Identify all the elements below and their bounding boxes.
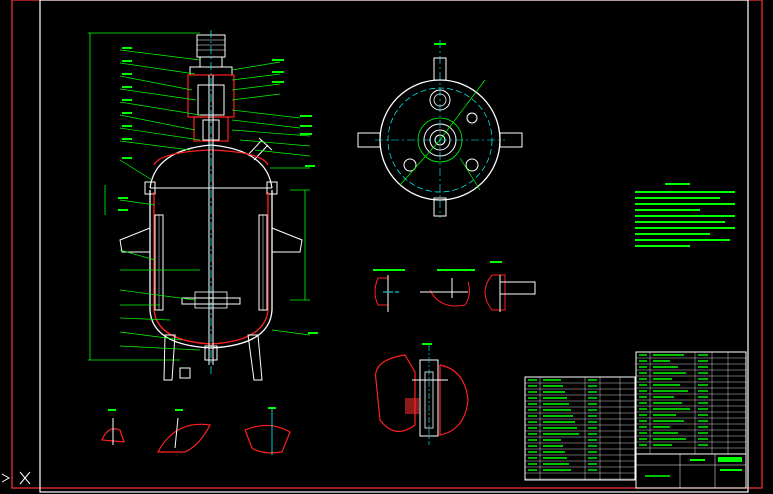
baffles: [154, 214, 268, 311]
ucs-axis-icon: [1, 471, 31, 485]
leader-lines-left: [119, 49, 201, 351]
agitator: [181, 30, 241, 375]
support-legs: [163, 334, 263, 381]
main-elevation-view: [88, 30, 318, 381]
outer-frame: [11, 0, 763, 489]
bottom-drain: [179, 367, 191, 379]
leader-lines-right: [231, 61, 311, 336]
title-block: [635, 453, 747, 489]
nozzle-detail-2: [157, 409, 211, 453]
dimension-lines-right: [290, 189, 310, 301]
vessel-shell: [149, 190, 273, 349]
head-nozzle: [247, 137, 273, 161]
technical-requirements-block: [635, 183, 735, 247]
detail-view-b: [420, 269, 475, 307]
detail-view-c: [484, 261, 536, 312]
nozzle-detail-1: [101, 409, 125, 445]
detail-view-d: [374, 343, 469, 445]
parts-list-table: [524, 351, 747, 481]
top-plan-view: [357, 40, 523, 218]
support-brackets: [119, 227, 303, 253]
inner-border: [39, 0, 749, 493]
detail-view-a: [373, 269, 405, 312]
nozzle-detail-3: [244, 407, 291, 455]
dimension-lines-left: [88, 32, 200, 361]
leader-label-marks: [118, 47, 318, 334]
